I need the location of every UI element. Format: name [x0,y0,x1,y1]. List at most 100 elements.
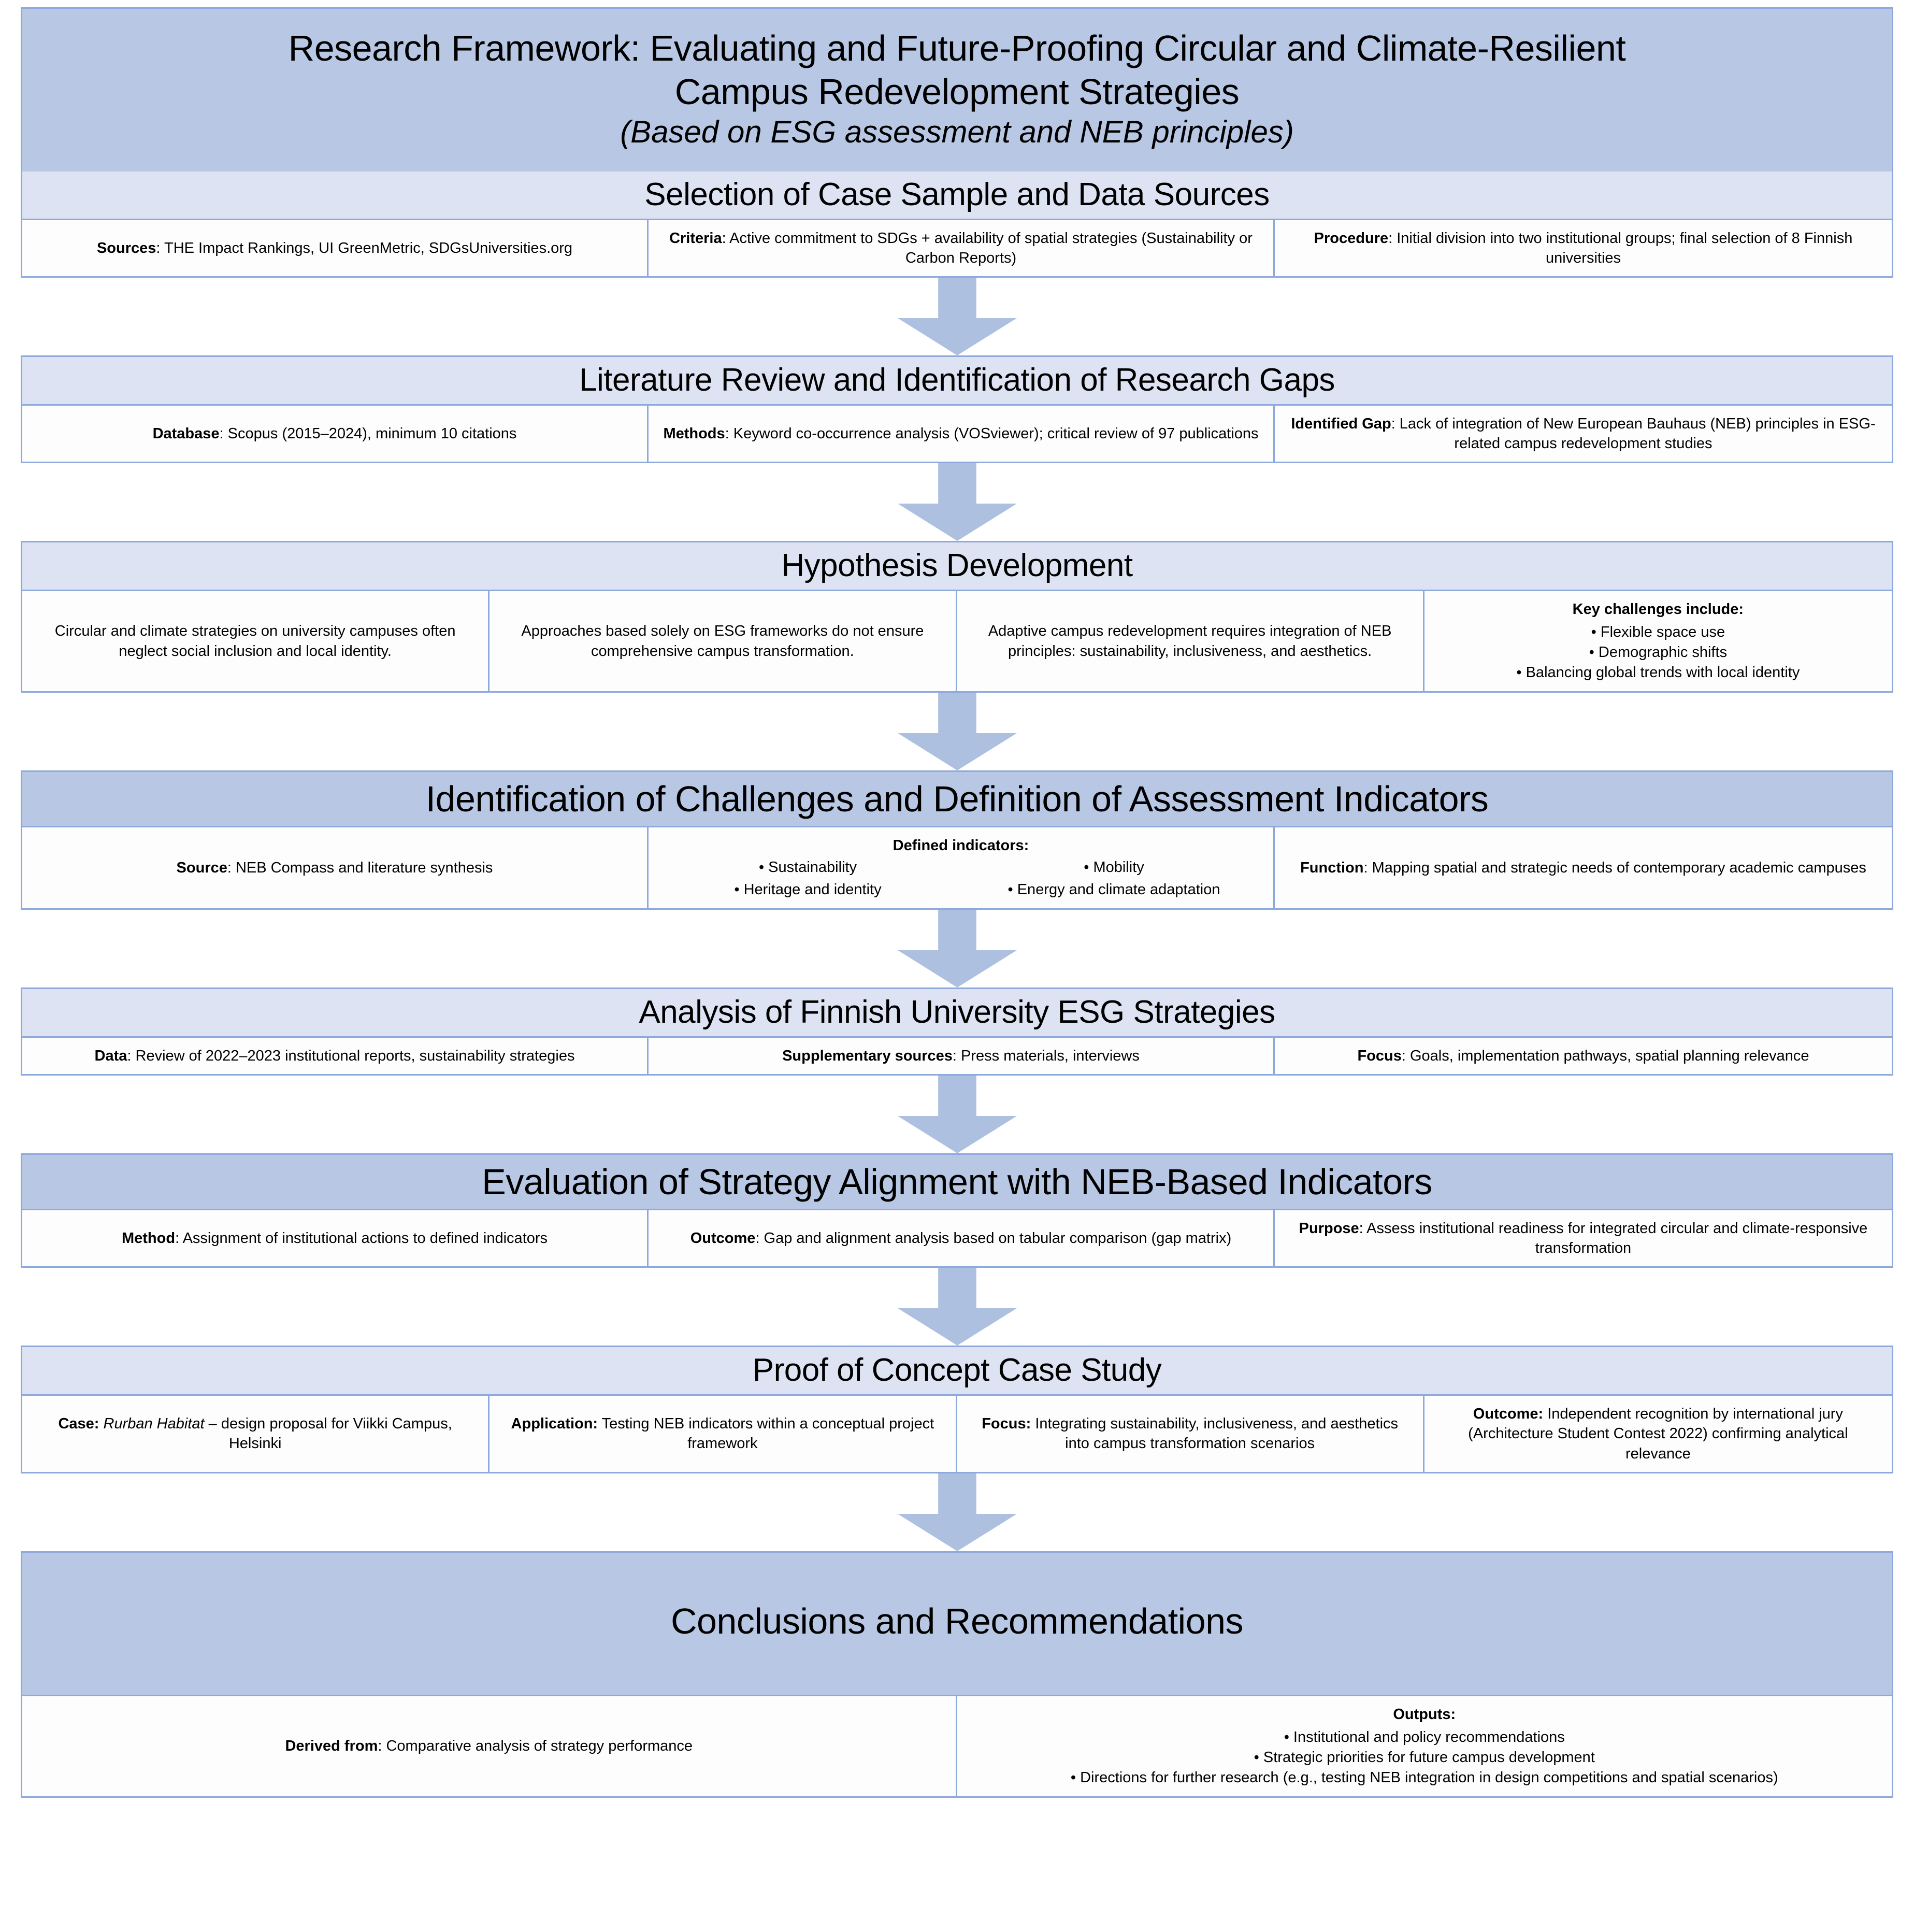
stage-columns-selection: Sources: THE Impact Rankings, UI GreenMe… [22,220,1892,277]
stage-title-proof: Proof of Concept Case Study [752,1352,1162,1389]
stage-title-hypothesis: Hypothesis Development [781,548,1133,584]
column-analysis-2: Supplementary sources: Press materials, … [649,1037,1275,1074]
column-text: Focus: Integrating sustainability, inclu… [982,1415,1399,1452]
bullet-item: Directions for further research (e.g., t… [969,1768,1881,1788]
column-text: Case: Rurban Habitat – design proposal f… [58,1415,452,1452]
stage-columns-literature: Database: Scopus (2015–2024), minimum 10… [22,405,1892,462]
column-text: Circular and climate strategies on unive… [54,623,456,660]
column-analysis-1: Data: Review of 2022–2023 institutional … [22,1037,649,1074]
stage-header-conclusions: Conclusions and Recommendations [22,1552,1892,1696]
stage-literature: Literature Review and Identification of … [21,355,1893,464]
flow-arrow [21,692,1893,770]
column-label: Criteria [669,230,722,247]
stage-header-literature: Literature Review and Identification of … [22,357,1892,406]
stage-header-analysis: Analysis of Finnish University ESG Strat… [22,989,1892,1038]
column-literature-3: Identified Gap: Lack of integration of N… [1275,405,1892,462]
stage-evaluation: Evaluation of Strategy Alignment with NE… [21,1153,1893,1268]
stage-title-evaluation: Evaluation of Strategy Alignment with NE… [482,1161,1432,1202]
flow-arrow [21,1268,1893,1346]
column-indicators-3: Function: Mapping spatial and strategic … [1275,827,1892,908]
stage-header-selection: Selection of Case Sample and Data Source… [22,171,1892,220]
down-arrow-icon [897,463,1017,541]
column-hypothesis-2: Approaches based solely on ESG framework… [490,591,957,691]
column-proof-2: Application: Testing NEB indicators with… [490,1396,957,1472]
column-text: Derived from: Comparative analysis of st… [285,1738,693,1755]
stage-columns-hypothesis: Circular and climate strategies on unive… [22,591,1892,691]
column-indicators-1: Source: NEB Compass and literature synth… [22,827,649,908]
column-text: Outcome: Gap and alignment analysis base… [690,1229,1232,1247]
column-emphasis: Rurban Habitat [99,1415,205,1433]
column-label: Outcome [690,1229,756,1247]
column-bullet-list: Institutional and policy recommendations… [969,1727,1881,1788]
stage-columns-indicators: Source: NEB Compass and literature synth… [22,827,1892,908]
down-arrow-icon [897,278,1017,356]
column-label: Methods [663,425,725,442]
column-text: Method: Assignment of institutional acti… [121,1229,548,1247]
column-text: Focus: Goals, implementation pathways, s… [1357,1047,1809,1064]
stage-header-hypothesis: Hypothesis Development [22,542,1892,592]
flow-arrow [21,278,1893,356]
column-label: Procedure [1314,230,1389,247]
stage-title-selection: Selection of Case Sample and Data Source… [644,177,1270,212]
column-heading: Defined indicators: [893,837,1029,854]
column-text: Purpose: Assess institutional readiness … [1299,1220,1868,1257]
stage-header-proof: Proof of Concept Case Study [22,1347,1892,1396]
stage-indicators: Identification of Challenges and Definit… [21,770,1893,910]
title-banner: Research Framework: Evaluating and Futur… [22,9,1892,171]
bullet-item: Institutional and policy recommendations [969,1727,1881,1748]
column-evaluation-1: Method: Assignment of institutional acti… [22,1210,649,1267]
stage-header-evaluation: Evaluation of Strategy Alignment with NE… [22,1154,1892,1210]
column-label: Supplementary sources [782,1047,953,1064]
framework-subtitle: (Based on ESG assessment and NEB princip… [620,115,1294,149]
column-text: Procedure: Initial division into two ins… [1314,230,1853,266]
column-text: Criteria: Active commitment to SDGs + av… [669,230,1253,266]
column-text: Supplementary sources: Press materials, … [782,1047,1140,1064]
column-label: Case: [58,1415,99,1433]
stage-title-indicators: Identification of Challenges and Definit… [425,778,1489,819]
column-selection-1: Sources: THE Impact Rankings, UI GreenMe… [22,220,649,277]
flow-arrow [21,909,1893,988]
stage-title-analysis: Analysis of Finnish University ESG Strat… [639,994,1275,1030]
column-selection-3: Procedure: Initial division into two ins… [1275,220,1892,277]
stage-selection: Selection of Case Sample and Data Source… [21,171,1893,278]
column-text: Methods: Keyword co-occurrence analysis … [663,425,1259,442]
column-text: Function: Mapping spatial and strategic … [1300,859,1866,876]
down-arrow-icon [897,1268,1017,1346]
down-arrow-icon [897,692,1017,770]
bullet-item: Energy and climate adaptation [966,880,1262,900]
flow-arrow [21,1473,1893,1551]
down-arrow-icon [897,909,1017,988]
column-proof-1: Case: Rurban Habitat – design proposal f… [22,1396,490,1472]
column-text: Application: Testing NEB indicators with… [511,1415,934,1452]
bullet-item: Mobility [966,857,1262,878]
column-label: Derived from [285,1738,378,1755]
column-proof-4: Outcome: Independent recognition by inte… [1424,1396,1892,1472]
column-label: Focus [1357,1047,1402,1064]
column-label: Database [152,425,220,442]
bullet-item: Sustainability [660,857,956,878]
stage-columns-evaluation: Method: Assignment of institutional acti… [22,1210,1892,1267]
column-label: Function [1300,859,1364,876]
column-label: Outcome: [1473,1406,1544,1423]
down-arrow-icon [897,1075,1017,1153]
column-analysis-3: Focus: Goals, implementation pathways, s… [1275,1037,1892,1074]
stage-columns-conclusions: Derived from: Comparative analysis of st… [22,1696,1892,1796]
column-selection-2: Criteria: Active commitment to SDGs + av… [649,220,1275,277]
column-literature-2: Methods: Keyword co-occurrence analysis … [649,405,1275,462]
column-bullet-list: Flexible space useDemographic shiftsBala… [1436,622,1880,683]
column-text: Adaptive campus redevelopment requires i… [988,623,1392,660]
column-text: Identified Gap: Lack of integration of N… [1291,415,1876,452]
stage-title-literature: Literature Review and Identification of … [579,362,1335,398]
bullet-item: Strategic priorities for future campus d… [969,1748,1881,1768]
column-text: Outcome: Independent recognition by inte… [1468,1406,1848,1462]
column-label: Method [121,1229,176,1247]
column-indicators-2: Defined indicators: Sustainability Mobilit… [649,827,1275,908]
framework-title-line1: Research Framework: Evaluating and Futur… [288,28,1626,68]
bullet-item: Balancing global trends with local ident… [1436,663,1880,683]
column-label: Source [176,859,227,876]
flow-arrow [21,1075,1893,1153]
column-proof-3: Focus: Integrating sustainability, inclu… [957,1396,1424,1472]
column-evaluation-2: Outcome: Gap and alignment analysis base… [649,1210,1275,1267]
